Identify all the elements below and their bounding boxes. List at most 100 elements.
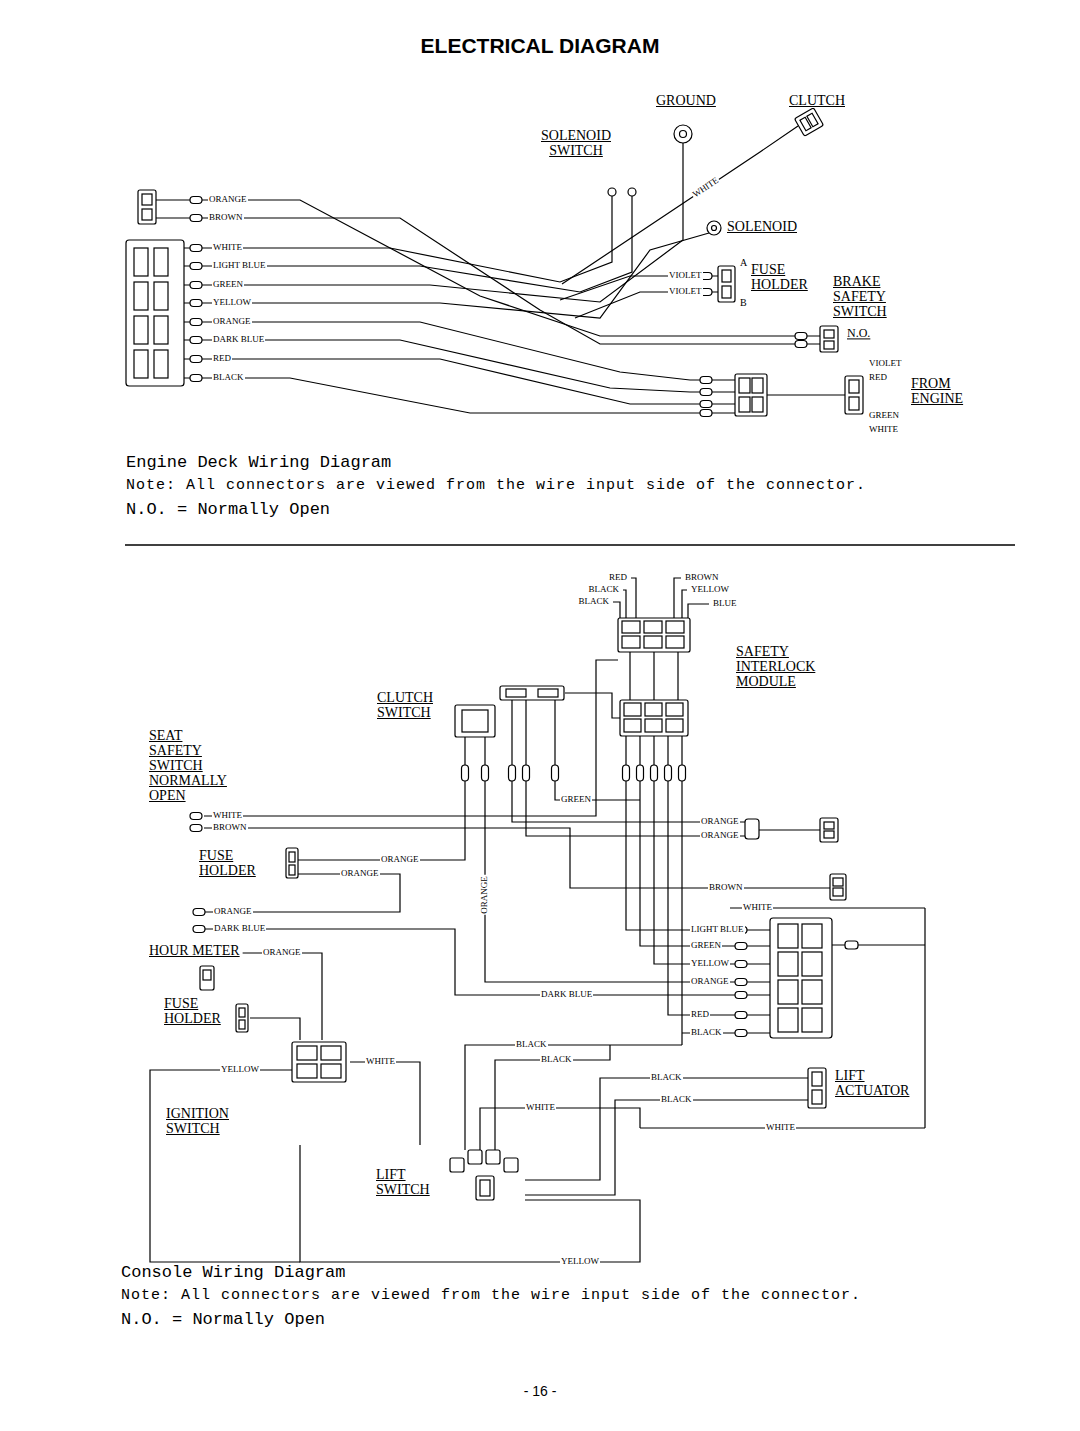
connector-symbol bbox=[778, 1008, 798, 1032]
wire-label: ORANGE bbox=[380, 855, 420, 865]
connector-symbol bbox=[680, 131, 687, 138]
wire-line bbox=[465, 1045, 682, 1150]
wire-connector bbox=[525, 1100, 808, 1195]
connector-symbol bbox=[552, 765, 559, 781]
wire-label: RED bbox=[690, 1010, 710, 1020]
connector-symbol bbox=[623, 765, 630, 781]
connector-symbol bbox=[795, 333, 807, 340]
wire-label: YELLOW bbox=[560, 1257, 600, 1267]
connector-symbol bbox=[239, 1020, 245, 1029]
connector-symbol bbox=[154, 248, 168, 276]
wire-line bbox=[184, 248, 190, 378]
diagram-note: N.O. = Normally Open bbox=[125, 501, 331, 520]
wire-label: BLACK bbox=[690, 1028, 723, 1038]
wire-label: N.O. bbox=[846, 327, 871, 340]
connector-symbol bbox=[833, 878, 843, 886]
component-label: SAFETY INTERLOCK MODULE bbox=[600, 612, 834, 740]
component-name: FUSE HOLDER bbox=[163, 996, 235, 1026]
connector-symbol bbox=[190, 375, 202, 382]
connector-symbol bbox=[190, 825, 202, 832]
connector-symbol bbox=[735, 1012, 747, 1019]
connector-symbol bbox=[486, 1150, 500, 1164]
wire-line bbox=[202, 143, 683, 302]
connector-symbol bbox=[644, 636, 662, 648]
connector-symbol bbox=[665, 765, 672, 781]
connector-symbol bbox=[190, 215, 202, 222]
diagram-title: ELECTRICAL DIAGRAM bbox=[0, 34, 1080, 58]
wire-label: DARK BLUE bbox=[212, 335, 265, 345]
connector-symbol bbox=[700, 401, 712, 408]
connector-symbol bbox=[134, 350, 148, 378]
connector-symbol bbox=[500, 686, 564, 700]
wire-label: YELLOW bbox=[212, 298, 252, 308]
connector-symbol bbox=[203, 970, 211, 980]
wire-label: WHITE bbox=[742, 903, 773, 913]
connector-symbol bbox=[509, 765, 516, 781]
connector-symbol bbox=[735, 1030, 747, 1037]
component-label: GROUND bbox=[655, 93, 725, 113]
wire-line bbox=[150, 1070, 300, 1262]
wire-label: DARK BLUE bbox=[540, 990, 593, 1000]
connector-symbol bbox=[700, 389, 712, 396]
component-name: SEAT SAFETY SWITCH NORMALLY OPEN bbox=[148, 728, 238, 803]
connector-symbol bbox=[666, 719, 683, 732]
component-label: LIFT SWITCH bbox=[372, 1145, 525, 1215]
connector-symbol bbox=[538, 689, 558, 697]
component-label: FUSE HOLDER bbox=[750, 262, 824, 300]
connector-symbol bbox=[523, 765, 530, 781]
connector-symbol bbox=[142, 194, 152, 205]
connector-symbol bbox=[190, 300, 202, 307]
component-label: LIFT ACTUATOR bbox=[808, 1066, 924, 1110]
connector-symbol bbox=[735, 961, 747, 968]
wire-connector bbox=[300, 1145, 640, 1262]
component-name: LIFT ACTUATOR bbox=[834, 1068, 922, 1098]
connector-symbol bbox=[707, 221, 721, 235]
connector-symbol bbox=[795, 341, 807, 348]
wire-connector bbox=[243, 953, 322, 1040]
wire-connector bbox=[525, 1078, 808, 1180]
connector-symbol bbox=[824, 341, 834, 349]
connector-symbol bbox=[200, 966, 214, 990]
connector-symbol bbox=[286, 848, 298, 878]
wire-label: WHITE bbox=[365, 1057, 396, 1067]
wire-label: ORANGE bbox=[700, 817, 740, 827]
connector-symbol bbox=[645, 719, 662, 732]
wire-line bbox=[156, 200, 190, 218]
connector-symbol bbox=[802, 980, 822, 1004]
wire-label: WHITE bbox=[525, 1103, 556, 1113]
component-label: SOLENOID SWITCH bbox=[530, 128, 624, 168]
connector-symbol bbox=[820, 818, 838, 842]
connector-symbol bbox=[651, 765, 658, 781]
wire-label: ORANGE bbox=[212, 317, 252, 327]
wire-label: BLACK bbox=[515, 1040, 548, 1050]
component-label: FUSE HOLDER bbox=[163, 996, 250, 1032]
connector-symbol bbox=[620, 700, 688, 736]
connector-symbol bbox=[455, 705, 495, 737]
wire-connector bbox=[565, 692, 600, 693]
connector-symbol bbox=[289, 865, 295, 875]
component-name: CLUTCH bbox=[788, 93, 846, 108]
wire-connector bbox=[250, 1018, 300, 1040]
wire-label: BROWN bbox=[708, 883, 744, 893]
wire-label: ORANGE bbox=[480, 875, 490, 915]
connector-symbol bbox=[482, 765, 489, 781]
wire-line bbox=[613, 578, 709, 618]
diagram-note: Note: All connectors are viewed from the… bbox=[125, 478, 867, 495]
wire-label: RED bbox=[212, 354, 232, 364]
connector-symbol bbox=[739, 378, 750, 393]
connector-symbol bbox=[126, 108, 863, 1200]
wire-connector bbox=[350, 1062, 420, 1145]
component-name: SAFETY INTERLOCK MODULE bbox=[735, 644, 832, 689]
connector-symbol bbox=[833, 888, 843, 896]
wire-label: RED bbox=[608, 573, 628, 583]
wire-label: A bbox=[739, 257, 748, 268]
connector-symbol bbox=[778, 924, 798, 948]
wire-label: B bbox=[739, 297, 748, 308]
connector-symbol bbox=[190, 813, 202, 820]
connector-symbol bbox=[190, 245, 202, 252]
connector-symbol bbox=[193, 926, 205, 933]
wire-label: YELLOW bbox=[220, 1065, 260, 1075]
connector-symbol bbox=[845, 376, 863, 414]
